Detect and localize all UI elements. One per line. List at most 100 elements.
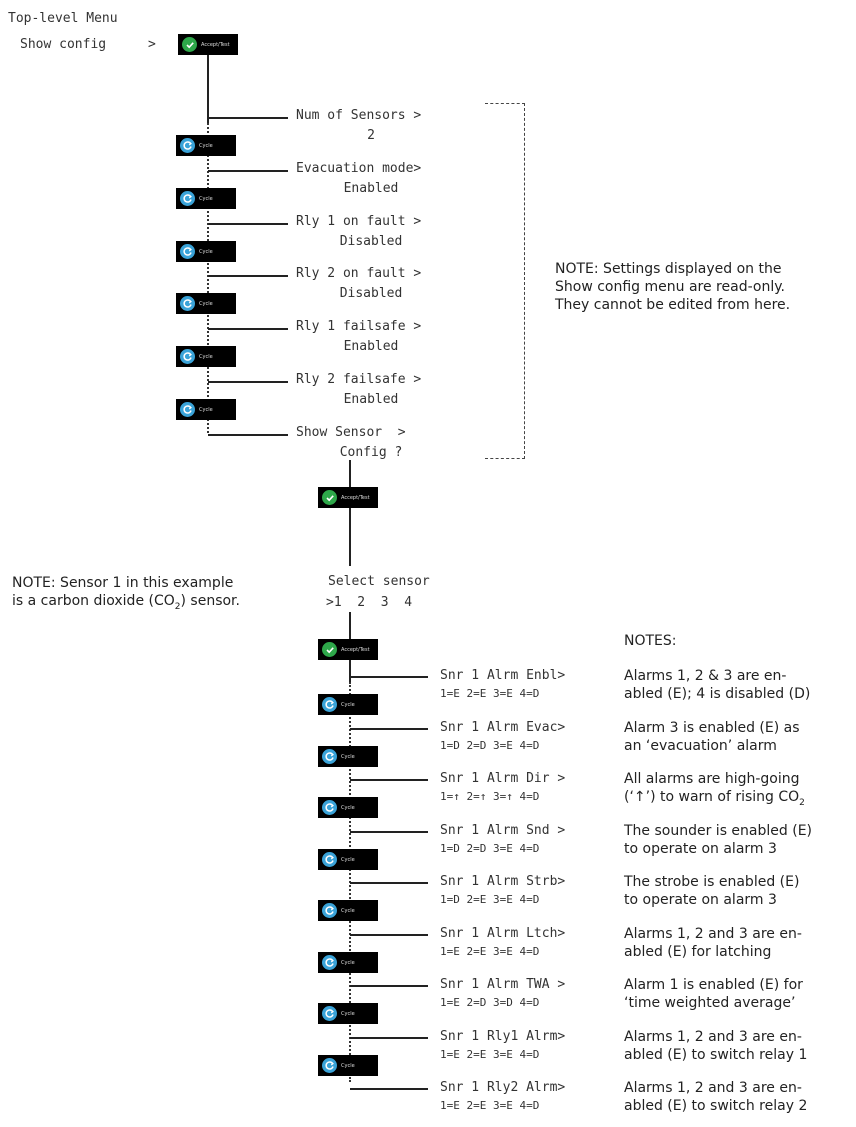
menu-item-name: Rly 2 on fault > xyxy=(296,266,422,281)
menu-item-value: Disabled xyxy=(339,234,403,249)
sensor-setting[interactable]: Snr 1 Alrm TWA >1=E 2=D 3=D 4=D xyxy=(440,978,620,1008)
menu-item-value: 2 xyxy=(367,128,375,143)
cycle-icon xyxy=(180,191,195,206)
cycle-button[interactable]: Cycle xyxy=(318,952,378,973)
cycle-icon xyxy=(322,955,337,970)
sensor-setting[interactable]: Snr 1 Alrm Strb>1=D 2=E 3=E 4=D xyxy=(440,875,620,905)
cycle-label: Cycle xyxy=(341,1062,355,1069)
setting-note-line: abled (E) to switch relay 1 xyxy=(624,1046,854,1064)
cycle-label: Cycle xyxy=(341,753,355,760)
setting-note-line: abled (E) for latching xyxy=(624,943,854,961)
setting-name: Snr 1 Alrm Ltch> xyxy=(440,926,566,941)
menu-item-name: Num of Sensors > xyxy=(296,108,422,123)
setting-note-text: an ‘evacuation’ alarm xyxy=(624,738,777,754)
menu-connector xyxy=(208,434,288,436)
setting-note: Alarms 1, 2 and 3 are en-abled (E) for l… xyxy=(624,925,854,961)
show-config-arrow: > xyxy=(148,37,156,52)
cycle-button[interactable]: Cycle xyxy=(318,900,378,921)
menu-item[interactable]: Rly 2 failsafe >Enabled xyxy=(296,373,476,406)
setting-note-line: Alarms 1, 2 and 3 are en- xyxy=(624,926,802,942)
setting-connector xyxy=(350,676,428,678)
accept-test-button-top[interactable]: Accept/Test xyxy=(178,34,238,55)
setting-name: Snr 1 Alrm Enbl> xyxy=(440,668,566,683)
flow-line xyxy=(349,460,351,490)
flow-line xyxy=(349,508,351,566)
bracket-top xyxy=(485,103,525,104)
menu-item[interactable]: Evacuation mode>Enabled xyxy=(296,162,476,195)
setting-note-text: abled (E) for latching xyxy=(624,944,772,960)
accept-test-button-lower[interactable]: Accept/Test xyxy=(318,639,378,660)
cycle-button[interactable]: Cycle xyxy=(318,694,378,715)
setting-connector xyxy=(350,985,428,987)
menu-connector xyxy=(208,328,288,330)
setting-note-text: to operate on alarm 3 xyxy=(624,841,777,857)
setting-note: The sounder is enabled (E)to operate on … xyxy=(624,822,854,858)
cycle-icon xyxy=(322,903,337,918)
cycle-label: Cycle xyxy=(341,907,355,914)
menu-item[interactable]: Show Sensor >Config ? xyxy=(296,426,476,459)
cycle-button[interactable]: Cycle xyxy=(318,797,378,818)
menu-item[interactable]: Rly 2 on fault >Disabled xyxy=(296,267,476,300)
cycle-button[interactable]: Cycle xyxy=(176,135,236,156)
setting-note-line: Alarms 1, 2 and 3 are en- xyxy=(624,1080,802,1096)
accept-test-label: Accept/Test xyxy=(341,646,370,653)
checkmark-icon xyxy=(322,642,337,657)
co2-subscript: 2 xyxy=(799,797,805,808)
setting-note-line: The strobe is enabled (E) xyxy=(624,874,800,890)
sensor-setting[interactable]: Snr 1 Alrm Enbl>1=E 2=E 3=E 4=D xyxy=(440,669,620,699)
setting-values: 1=D 2=D 3=E 4=D xyxy=(440,842,540,855)
cycle-button[interactable]: Cycle xyxy=(318,746,378,767)
top-level-menu-title: Top-level Menu xyxy=(8,11,118,26)
setting-note: Alarm 1 is enabled (E) for‘time weighted… xyxy=(624,976,854,1012)
setting-note-line: abled (E) to switch relay 2 xyxy=(624,1097,854,1115)
setting-name: Snr 1 Rly2 Alrm> xyxy=(440,1080,566,1095)
sensor-setting[interactable]: Snr 1 Alrm Ltch>1=E 2=E 3=E 4=D xyxy=(440,927,620,957)
menu-connector xyxy=(208,117,288,119)
cycle-label: Cycle xyxy=(341,804,355,811)
select-sensor-options[interactable]: >1 2 3 4 xyxy=(326,595,413,610)
setting-connector xyxy=(350,831,428,833)
sensor-setting[interactable]: Snr 1 Rly1 Alrm>1=E 2=E 3=E 4=D xyxy=(440,1030,620,1060)
menu-item[interactable]: Rly 1 on fault >Disabled xyxy=(296,215,476,248)
setting-note-text: to operate on alarm 3 xyxy=(624,892,777,908)
cycle-label: Cycle xyxy=(199,353,213,360)
setting-values: 1=↑ 2=↑ 3=↑ 4=D xyxy=(440,790,540,803)
menu-item-name: Show Sensor > xyxy=(296,425,406,440)
menu-item[interactable]: Rly 1 failsafe >Enabled xyxy=(296,320,476,353)
flow-line-dotted xyxy=(207,123,209,433)
sensor-note-text: is a carbon dioxide (CO xyxy=(12,593,175,609)
cycle-button[interactable]: Cycle xyxy=(318,1003,378,1024)
sensor-setting[interactable]: Snr 1 Rly2 Alrm>1=E 2=E 3=E 4=D xyxy=(440,1081,620,1111)
setting-note-line: (‘↑’) to warn of rising CO2 xyxy=(624,788,854,812)
sensor-setting[interactable]: Snr 1 Alrm Dir >1=↑ 2=↑ 3=↑ 4=D xyxy=(440,772,620,802)
sensor-setting[interactable]: Snr 1 Alrm Snd >1=D 2=D 3=E 4=D xyxy=(440,824,620,854)
sensor-setting[interactable]: Snr 1 Alrm Evac>1=D 2=D 3=E 4=D xyxy=(440,721,620,751)
menu-item[interactable]: Num of Sensors > 2 xyxy=(296,109,476,142)
setting-note-line: All alarms are high-going xyxy=(624,771,800,787)
setting-name: Snr 1 Rly1 Alrm> xyxy=(440,1029,566,1044)
readonly-note-line: They cannot be edited from here. xyxy=(555,297,791,313)
sensor-note: NOTE: Sensor 1 in this example is a carb… xyxy=(12,574,312,616)
setting-note-line: Alarms 1, 2 & 3 are en- xyxy=(624,668,787,684)
setting-note-line: Alarm 1 is enabled (E) for xyxy=(624,977,803,993)
setting-values: 1=D 2=E 3=E 4=D xyxy=(440,893,540,906)
setting-values: 1=E 2=D 3=D 4=D xyxy=(440,996,540,1009)
cycle-button[interactable]: Cycle xyxy=(176,346,236,367)
menu-item-name: Rly 2 failsafe > xyxy=(296,372,422,387)
accept-test-button-middle[interactable]: Accept/Test xyxy=(318,487,378,508)
cycle-button[interactable]: Cycle xyxy=(318,1055,378,1076)
cycle-button[interactable]: Cycle xyxy=(176,399,236,420)
cycle-icon xyxy=(180,296,195,311)
setting-note: Alarms 1, 2 and 3 are en-abled (E) to sw… xyxy=(624,1079,854,1115)
setting-connector xyxy=(350,934,428,936)
cycle-icon xyxy=(180,244,195,259)
cycle-button[interactable]: Cycle xyxy=(318,849,378,870)
cycle-label: Cycle xyxy=(199,248,213,255)
cycle-button[interactable]: Cycle xyxy=(176,241,236,262)
cycle-button[interactable]: Cycle xyxy=(176,188,236,209)
menu-connector xyxy=(208,170,288,172)
cycle-icon xyxy=(322,749,337,764)
cycle-button[interactable]: Cycle xyxy=(176,293,236,314)
flow-line xyxy=(349,660,351,682)
